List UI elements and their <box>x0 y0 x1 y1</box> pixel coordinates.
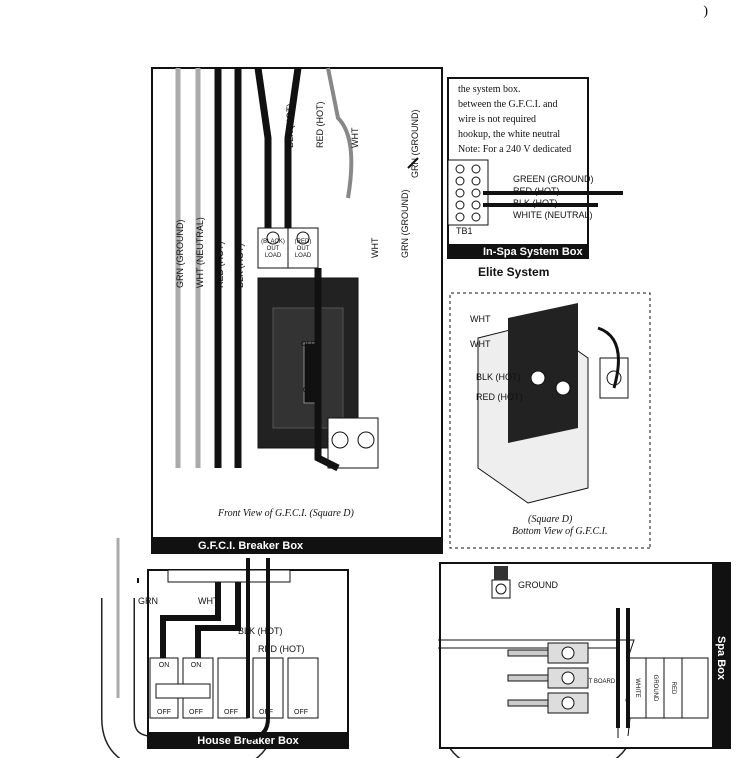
elite-note-5: the system box. <box>458 84 521 95</box>
svg-text:OFF: OFF <box>157 709 171 716</box>
gfci-breaker-box: G.F.C.I. Breaker Box Front View of G.F.C… <box>151 67 443 554</box>
red-label: RED <box>670 682 676 695</box>
gfci-blk-hot-top: BLK (HOT) <box>285 103 295 148</box>
svg-text:ON: ON <box>303 387 314 394</box>
elite-note-2: hookup, the white neutral <box>458 129 560 140</box>
gfci-grn-ground: GRN (GROUND) <box>175 220 185 289</box>
svg-text:OFF: OFF <box>224 709 238 716</box>
svg-text:OUT: OUT <box>267 246 280 252</box>
house-blk-hot-label: BLK (HOT) <box>238 626 283 636</box>
gfci-grn-ground-top: GRN (GROUND) <box>410 110 420 179</box>
circuit-board-label: CIRCUIT BOARD <box>568 679 616 685</box>
svg-text:ON: ON <box>159 662 170 669</box>
gfci-red-hot-top: RED (HOT) <box>315 102 325 149</box>
ground-label: GROUND <box>518 580 558 590</box>
gfci-bottom-blk-hot: BLK (HOT) <box>476 372 521 382</box>
elite-note-1: Note: For a 240 V dedicated <box>458 144 571 155</box>
svg-text:OFF: OFF <box>294 709 308 716</box>
svg-text:ON: ON <box>191 662 202 669</box>
elite-note-3: wire is not required <box>458 114 536 125</box>
house-breaker-box-title: House Breaker Box <box>197 735 299 747</box>
elite-system-box: Elite System In-Spa System Box TB1 WHITE… <box>447 77 623 279</box>
svg-text:(RED): (RED) <box>295 239 312 245</box>
svg-text:OFF: OFF <box>189 709 203 716</box>
gfci-grn-mid: GRN (GROUND) <box>400 190 410 259</box>
spa-box-title: Spa Box <box>715 636 727 681</box>
gfci-wht-mid: WHT <box>370 237 380 258</box>
gnd-label: GROUND <box>652 675 658 702</box>
gfci-wht-neutral: WHT (NEUTRAL) <box>195 217 205 288</box>
ground-lug <box>491 566 511 599</box>
svg-text:WHITE (NEUTRAL): WHITE (NEUTRAL) <box>513 210 593 220</box>
gfci-bottom-wht-2: WHT <box>470 314 491 324</box>
gfci-bottom-view: Bottom View of G.F.C.I. (Square D) RED (… <box>449 292 651 549</box>
elite-system-title: Elite System <box>478 265 549 279</box>
gfci-wires <box>175 67 419 472</box>
in-spa-box-title: In-Spa System Box <box>483 246 584 258</box>
gfci-blk-hot: BLK (HOT) <box>235 243 245 288</box>
spa-box: Spa Box CIRCUIT BOARD GROUND RED WHITE <box>438 562 731 749</box>
house-wht-label: WHT <box>198 596 219 606</box>
gfci-wht-top: WHT <box>350 127 360 148</box>
gfci-bottom-caption: Bottom View of G.F.C.I. <box>512 526 607 537</box>
svg-text:(BLACK): (BLACK) <box>261 239 285 245</box>
svg-text:GREEN (GROUND): GREEN (GROUND) <box>513 174 594 184</box>
gfci-bottom-red-hot: RED (HOT) <box>476 392 523 402</box>
svg-text:TB1: TB1 <box>456 226 473 236</box>
svg-text:LOAD: LOAD <box>295 253 312 259</box>
gfci-bottom-square: (Square D) <box>528 514 573 525</box>
wht-label: WHITE <box>634 678 640 697</box>
page-marks: ) <box>703 4 708 19</box>
gfci-front-caption: Front View of G.F.C.I. (Square D) <box>217 508 354 519</box>
svg-text:BLK (HOT): BLK (HOT) <box>513 198 558 208</box>
house-breaker-box: House Breaker Box OFF OFF OFF OFF OFF ON… <box>137 569 349 749</box>
svg-text:OUT: OUT <box>297 246 310 252</box>
svg-text:LOAD: LOAD <box>265 253 282 259</box>
elite-note-4: between the G.F.C.I. and <box>458 99 557 110</box>
gfci-box-title: G.F.C.I. Breaker Box <box>198 540 304 552</box>
spa-terminal-block <box>507 642 589 714</box>
svg-text:OFF: OFF <box>301 341 315 348</box>
gfci-breaker <box>257 227 379 469</box>
house-red-hot-label: RED (HOT) <box>258 644 305 654</box>
house-grn-label: GRN <box>138 596 158 606</box>
svg-text:RED (HOT): RED (HOT) <box>513 186 560 196</box>
elite-terminal-strip <box>447 159 623 226</box>
gfci-red-hot: RED (HOT) <box>215 242 225 289</box>
gfci-bottom-wht-1: WHT <box>470 339 491 349</box>
